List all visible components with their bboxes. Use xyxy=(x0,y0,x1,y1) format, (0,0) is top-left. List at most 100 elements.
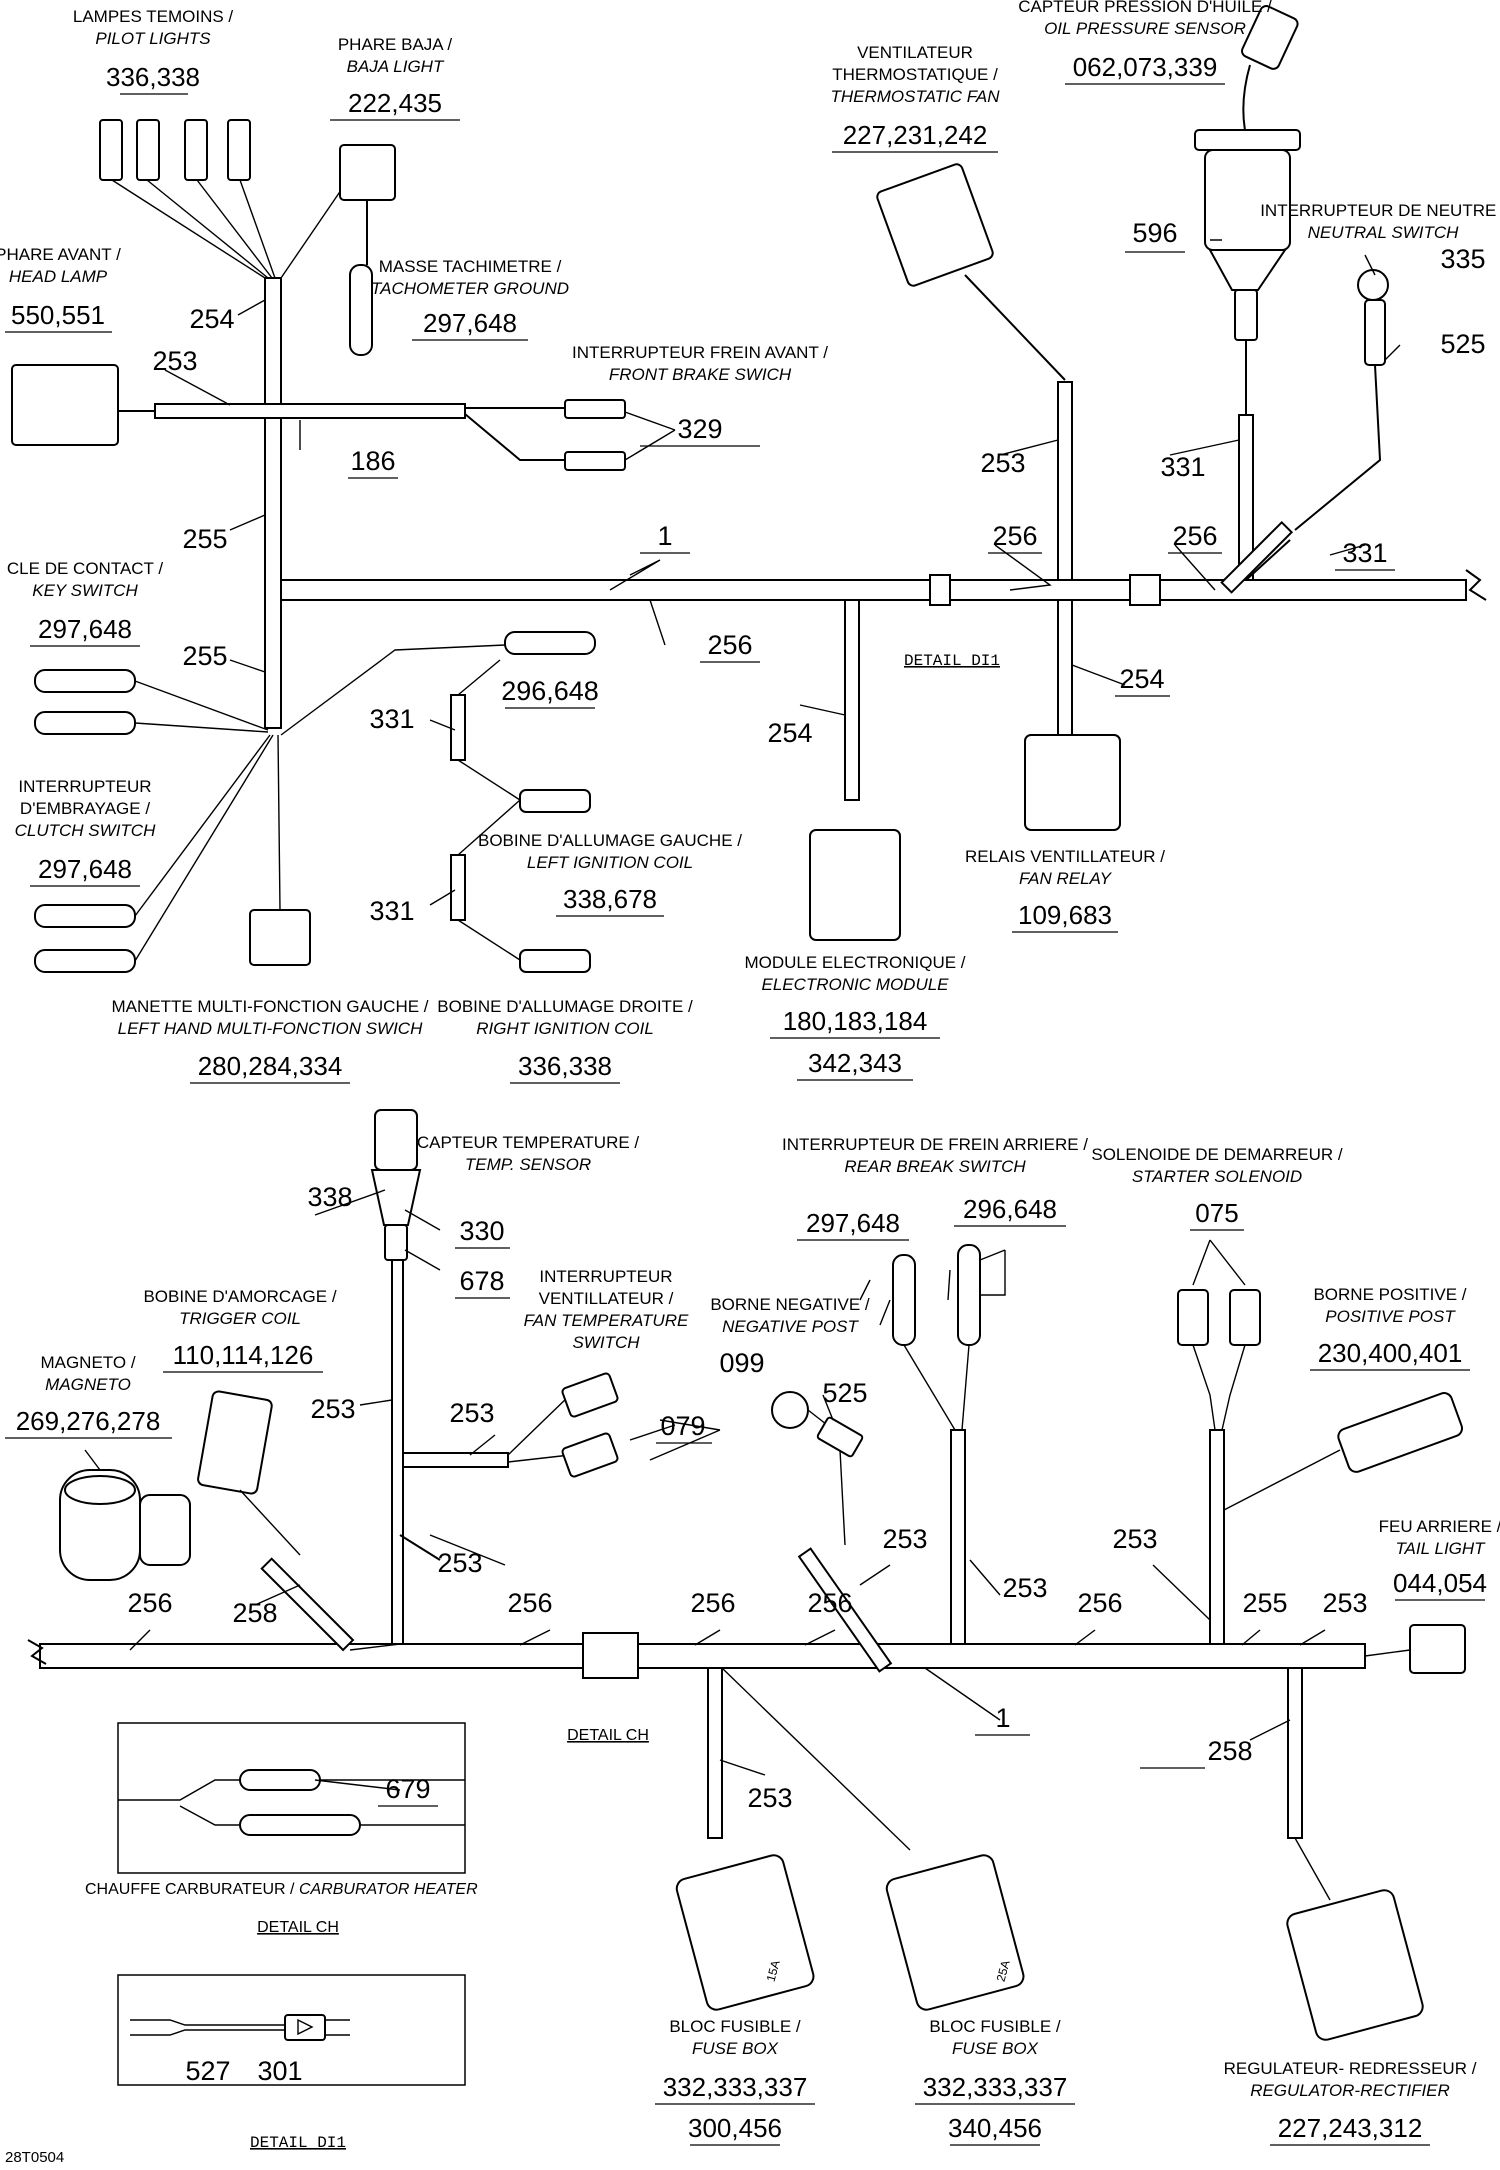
callout: 255 xyxy=(1242,1588,1287,1618)
fuse-box-15a xyxy=(675,1854,815,2011)
magneto-connector xyxy=(59,1469,191,1581)
clutch-switch-terminal xyxy=(34,949,136,973)
negative-post-label-fr: BORNE NEGATIVE / xyxy=(710,1295,870,1314)
carburator-heater-label-en: CARBURATOR HEATER xyxy=(299,1881,478,1898)
fuse-box-1-part-numbers-1: 332,333,337 xyxy=(663,2072,808,2102)
fuse-rating-15a: 15A xyxy=(764,1959,783,1983)
callout: 331 xyxy=(369,896,414,926)
carburator-heater-label-fr: CHAUFFE CARBURATEUR / xyxy=(85,1881,299,1898)
tail-light-part-numbers: 044,054 xyxy=(1393,1568,1487,1598)
callout: 335 xyxy=(1440,244,1485,274)
callout: 254 xyxy=(767,718,812,748)
electronic-module-connector xyxy=(809,829,901,941)
pilot-light-connectors xyxy=(99,119,251,181)
tachometer-ground-label-fr: MASSE TACHIMETRE / xyxy=(379,257,562,276)
callout-numbers: 254 253 186 329 255 1 256 256 256 255 33… xyxy=(127,218,1485,2086)
fan-relay-label-fr: RELAIS VENTILLATEUR / xyxy=(965,847,1165,866)
temperature-sensor xyxy=(370,1109,422,1261)
magneto-part-numbers: 269,276,278 xyxy=(16,1406,161,1436)
callout: 253 xyxy=(437,1548,482,1578)
negative-post-eyelet xyxy=(771,1391,809,1429)
left-ignition-coil-label-en: LEFT IGNITION COIL xyxy=(527,853,693,872)
fuse-box-25a xyxy=(885,1854,1025,2011)
positive-post-label-en: POSITIVE POST xyxy=(1325,1307,1456,1326)
key-switch-terminal xyxy=(34,669,136,693)
left-ignition-coil-part-numbers: 338,678 xyxy=(563,884,657,914)
callout: 596 xyxy=(1132,218,1177,248)
fan-relay xyxy=(1024,734,1121,831)
tachometer-ground-label-en: TACHOMETER GROUND xyxy=(371,279,569,298)
callout: 255 xyxy=(182,524,227,554)
callout: 253 xyxy=(310,1394,355,1424)
fan-temperature-switch-terminal xyxy=(561,1372,619,1418)
callout: 1 xyxy=(657,521,672,551)
fan-relay-label-en: FAN RELAY xyxy=(1019,869,1113,888)
front-brake-terminal xyxy=(564,451,626,471)
regulator-part-numbers: 227,243,312 xyxy=(1278,2113,1423,2143)
fuse-box-2-label-fr: BLOC FUSIBLE / xyxy=(929,2017,1061,2036)
callout: 527 xyxy=(185,2056,230,2086)
regulator-label-en: REGULATOR-RECTIFIER xyxy=(1250,2081,1450,2100)
callout: 256 xyxy=(1077,1588,1122,1618)
regulator-label-fr: REGULATEUR- REDRESSEUR / xyxy=(1224,2059,1477,2078)
callout: 256 xyxy=(992,521,1037,551)
fan-relay-part-numbers: 109,683 xyxy=(1018,900,1112,930)
negative-post-label-en: NEGATIVE POST xyxy=(722,1317,859,1336)
callout: 258 xyxy=(1207,1736,1252,1766)
callout: 329 xyxy=(677,414,722,444)
neutral-switch-label-en: NEUTRAL SWITCH xyxy=(1308,223,1460,242)
callout: 253 xyxy=(449,1398,494,1428)
fuse-box-1-label-en: FUSE BOX xyxy=(692,2039,779,2058)
fuse-box-1-part-numbers-2: 300,456 xyxy=(688,2113,782,2143)
callout: 256 xyxy=(1172,521,1217,551)
callout: 256 xyxy=(127,1588,172,1618)
key-switch-label-fr: CLE DE CONTACT / xyxy=(7,559,163,578)
right-ignition-coil-label-fr: BOBINE D'ALLUMAGE DROITE / xyxy=(437,997,693,1016)
starter-solenoid-label-fr: SOLENOIDE DE DEMARREUR / xyxy=(1091,1145,1343,1164)
ignition-terminal xyxy=(504,631,596,655)
callout: 256 xyxy=(707,630,752,660)
callout: 253 xyxy=(1002,1573,1047,1603)
head-lamp-label-fr: PHARE AVANT / xyxy=(0,245,121,264)
callout: 256 xyxy=(807,1588,852,1618)
fan-temp-switch-label-fr1: INTERRUPTEUR xyxy=(539,1267,672,1286)
temp-sensor-label-en: TEMP. SENSOR xyxy=(465,1155,591,1174)
svg-text:CHAUFFE CARBURATEUR / CARBURAT: CHAUFFE CARBURATEUR / CARBURATOR HEATER xyxy=(85,1881,478,1898)
clutch-switch-terminal xyxy=(34,904,136,928)
starter-solenoid-terminal xyxy=(1229,1289,1261,1346)
thermostatic-fan-label-fr2: THERMOSTATIQUE / xyxy=(832,65,998,84)
fan-temp-switch-label-en1: FAN TEMPERATURE xyxy=(524,1311,689,1330)
left-ignition-coil-terminal xyxy=(519,789,591,813)
callout: 331 xyxy=(1160,452,1205,482)
rear-brake-switch-terminal xyxy=(957,1244,981,1346)
thermostatic-fan-connector xyxy=(876,163,994,287)
head-lamp-connector xyxy=(11,364,119,446)
positive-post-label-fr: BORNE POSITIVE / xyxy=(1313,1285,1466,1304)
oil-pressure-sensor xyxy=(1194,5,1301,341)
fuse-box-2-part-numbers-2: 340,456 xyxy=(948,2113,1042,2143)
part-number-underlines xyxy=(5,83,1485,2146)
callout: 256 xyxy=(690,1588,735,1618)
callout: 525 xyxy=(1440,329,1485,359)
rear-brake-part-numbers-1: 297,648 xyxy=(806,1208,900,1238)
callout: 253 xyxy=(980,448,1025,478)
clutch-switch-part-numbers: 297,648 xyxy=(38,854,132,884)
lh-multi-function-label-fr: MANETTE MULTI-FONCTION GAUCHE / xyxy=(111,997,428,1016)
head-lamp-label-en: HEAD LAMP xyxy=(9,267,108,286)
fuse-box-1-label-fr: BLOC FUSIBLE / xyxy=(669,2017,801,2036)
callout: 079 xyxy=(660,1411,705,1441)
pilot-lights-part-numbers: 336,338 xyxy=(106,62,200,92)
tail-light-label-fr: FEU ARRIERE / xyxy=(1379,1517,1500,1536)
key-switch-terminal xyxy=(34,711,136,735)
oil-pressure-part-numbers: 062,073,339 xyxy=(1073,52,1218,82)
callout: 1 xyxy=(995,1703,1010,1733)
detail-di1-box xyxy=(117,1974,466,2086)
neutral-switch-label-fr: INTERRUPTEUR DE NEUTRE / xyxy=(1260,201,1500,220)
fan-temp-switch-label-en2: SWITCH xyxy=(572,1333,640,1352)
drawing-number: 28T0504 xyxy=(5,2149,64,2166)
electronic-module-label-en: ELECTRONIC MODULE xyxy=(761,975,949,994)
callout: 296,648 xyxy=(501,676,599,706)
clutch-switch-label-fr1: INTERRUPTEUR xyxy=(18,777,151,796)
callout: 099 xyxy=(719,1348,764,1378)
